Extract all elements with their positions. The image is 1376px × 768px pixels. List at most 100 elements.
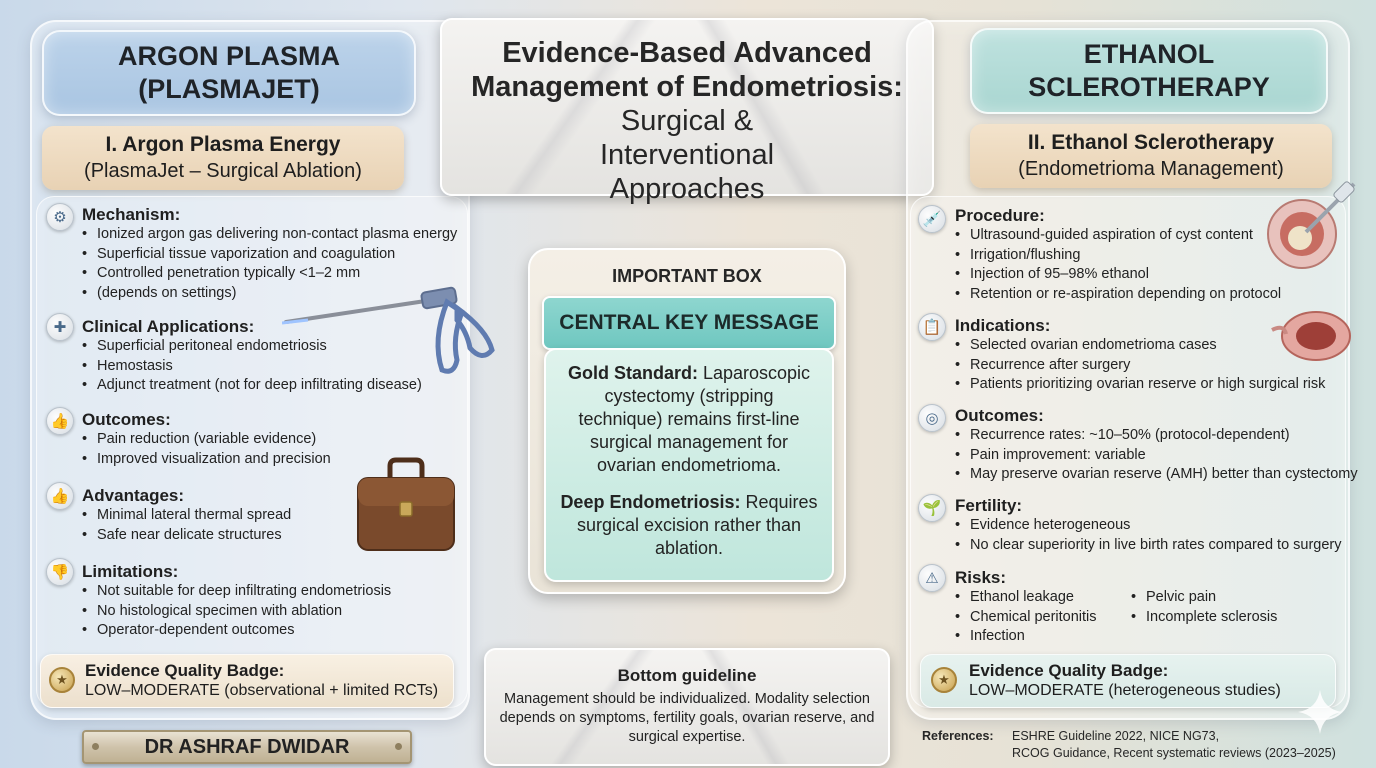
list-item: Injection of 95–98% ethanol bbox=[955, 265, 1281, 285]
list-item: Adjunct treatment (not for deep infiltra… bbox=[82, 376, 422, 396]
sparkle-icon bbox=[1298, 690, 1342, 734]
medal-icon: ★ bbox=[931, 667, 957, 693]
right-column-title: ETHANOL SCLEROTHERAPY bbox=[970, 28, 1328, 114]
thumbs-down-icon: 👎 bbox=[46, 558, 74, 586]
ovary-illustration bbox=[1271, 311, 1351, 361]
references-line2: RCOG Guidance, Recent systematic reviews… bbox=[1012, 746, 1336, 760]
section-heading: Limitations: bbox=[82, 562, 179, 581]
thumbs-up-icon: 👍 bbox=[46, 482, 74, 510]
list-item: Retention or re-aspiration depending on … bbox=[955, 285, 1281, 305]
right-subtitle-banner: II. Ethanol Sclerotherapy (Endometrioma … bbox=[970, 124, 1332, 188]
ultrasound-aspiration-illustration bbox=[1267, 181, 1356, 269]
badge-heading: Evidence Quality Badge: bbox=[969, 661, 1169, 680]
section-heading: Fertility: bbox=[955, 496, 1023, 515]
risks-list-col2: Pelvic pain Incomplete sclerosis bbox=[1131, 588, 1277, 627]
list-item: Hemostasis bbox=[82, 357, 422, 377]
list-item: Ethanol leakage bbox=[955, 588, 1097, 608]
left-subtitle-main: I. Argon Plasma Energy bbox=[105, 133, 341, 156]
right-section-indications: Indications: Selected ovarian endometrio… bbox=[955, 316, 1325, 395]
medical-kit-icon: ✚ bbox=[46, 313, 74, 341]
list-item: Selected ovarian endometrioma cases bbox=[955, 336, 1325, 356]
target-icon: ◎ bbox=[918, 404, 946, 432]
left-subtitle-banner: I. Argon Plasma Energy (PlasmaJet – Surg… bbox=[42, 126, 404, 190]
section-heading: Procedure: bbox=[955, 206, 1045, 225]
list-item: Recurrence after surgery bbox=[955, 356, 1325, 376]
author-nameplate: DR ASHRAF DWIDAR bbox=[82, 730, 412, 764]
list-item: Not suitable for deep infiltrating endom… bbox=[82, 582, 391, 602]
list-item: Minimal lateral thermal spread bbox=[82, 506, 291, 526]
list-item: (depends on settings) bbox=[82, 284, 457, 304]
plasmajet-device-icon bbox=[282, 286, 495, 374]
gold-standard-text: Laparoscopic cystectomy (stripping techn… bbox=[578, 363, 811, 475]
page-title: Evidence-Based Advanced Management of En… bbox=[450, 36, 924, 206]
section-heading: Indications: bbox=[955, 316, 1051, 335]
list-item: Pelvic pain bbox=[1131, 588, 1277, 608]
deep-endometriosis-text: Requires surgical excision rather than a… bbox=[576, 492, 818, 558]
references-line1: ESHRE Guideline 2022, NICE NG73, bbox=[1012, 729, 1220, 743]
left-section-mechanism: Mechanism: Ionized argon gas delivering … bbox=[82, 205, 457, 303]
right-section-fertility: Fertility: Evidence heterogeneous No cle… bbox=[955, 496, 1342, 555]
left-section-outcomes: Outcomes: Pain reduction (variable evide… bbox=[82, 410, 331, 469]
right-subtitle-main: II. Ethanol Sclerotherapy bbox=[1027, 131, 1275, 154]
left-subtitle-sub: (PlasmaJet – Surgical Ablation) bbox=[84, 160, 362, 182]
author-name: DR ASHRAF DWIDAR bbox=[144, 736, 350, 758]
list-item: No clear superiority in live birth rates… bbox=[955, 536, 1342, 556]
list-item: Superficial tissue vaporization and coag… bbox=[82, 245, 457, 265]
badge-text: LOW–MODERATE (observational + limited RC… bbox=[85, 682, 439, 699]
gold-standard-paragraph: Gold Standard: Laparoscopic cystectomy (… bbox=[560, 362, 818, 477]
briefcase-icon bbox=[357, 457, 455, 551]
section-heading: Clinical Applications: bbox=[82, 317, 255, 336]
important-box-label: IMPORTANT BOX bbox=[612, 266, 762, 286]
list-item: Improved visualization and precision bbox=[82, 450, 331, 470]
badge-text: LOW–MODERATE (heterogeneous studies) bbox=[969, 682, 1281, 699]
section-heading: Mechanism: bbox=[82, 205, 181, 224]
list-item: Superficial peritoneal endometriosis bbox=[82, 337, 422, 357]
section-list: Evidence heterogeneous No clear superior… bbox=[955, 516, 1342, 555]
right-evidence-badge: ★ Evidence Quality Badge: LOW–MODERATE (… bbox=[920, 654, 1336, 708]
section-list: Superficial peritoneal endometriosis Hem… bbox=[82, 337, 422, 396]
central-key-banner: CENTRAL KEY MESSAGE bbox=[542, 296, 836, 350]
guideline-text: Management should be individualized. Mod… bbox=[499, 691, 875, 745]
left-evidence-badge: ★ Evidence Quality Badge: LOW–MODERATE (… bbox=[40, 654, 454, 708]
risks-list-col1: Ethanol leakage Chemical peritonitis Inf… bbox=[955, 588, 1097, 647]
section-list: Minimal lateral thermal spread Safe near… bbox=[82, 506, 291, 545]
list-item: Recurrence rates: ~10–50% (protocol-depe… bbox=[955, 426, 1358, 446]
warning-icon: ⚠ bbox=[918, 564, 946, 592]
sprout-icon: 🌱 bbox=[918, 494, 946, 522]
list-item: Evidence heterogeneous bbox=[955, 516, 1342, 536]
list-item: Incomplete sclerosis bbox=[1131, 608, 1277, 628]
page-title-normal: Surgical & Interventional Approaches bbox=[599, 105, 775, 205]
list-item: Infection bbox=[955, 627, 1097, 647]
section-list: Not suitable for deep infiltrating endom… bbox=[82, 582, 391, 641]
badge-heading: Evidence Quality Badge: bbox=[85, 661, 285, 680]
left-column-title: ARGON PLASMA (PLASMAJET) bbox=[42, 30, 416, 116]
list-item: May preserve ovarian reserve (AMH) bette… bbox=[955, 465, 1358, 485]
page-title-bold: Evidence-Based Advanced Management of En… bbox=[471, 37, 903, 103]
references-label: References: bbox=[922, 729, 994, 743]
list-item: Irrigation/flushing bbox=[955, 246, 1281, 266]
list-item: Safe near delicate structures bbox=[82, 526, 291, 546]
syringe-icon: 💉 bbox=[918, 205, 946, 233]
section-list: Ultrasound-guided aspiration of cyst con… bbox=[955, 226, 1281, 304]
section-list: Selected ovarian endometrioma cases Recu… bbox=[955, 336, 1325, 395]
left-section-advantages: Advantages: Minimal lateral thermal spre… bbox=[82, 486, 291, 545]
bottom-guideline-box: Bottom guideline Management should be in… bbox=[484, 648, 890, 766]
deep-endometriosis-paragraph: Deep Endometriosis: Requires surgical ex… bbox=[560, 491, 818, 560]
gold-standard-label: Gold Standard: bbox=[567, 363, 698, 383]
gear-icon: ⚙ bbox=[46, 203, 74, 231]
list-item: Operator-dependent outcomes bbox=[82, 621, 391, 641]
list-item: Pain reduction (variable evidence) bbox=[82, 430, 331, 450]
section-heading: Advantages: bbox=[82, 486, 185, 505]
section-list: Recurrence rates: ~10–50% (protocol-depe… bbox=[955, 426, 1358, 485]
section-list: Ionized argon gas delivering non-contact… bbox=[82, 225, 457, 303]
header-plaque: Evidence-Based Advanced Management of En… bbox=[440, 18, 934, 205]
right-section-risks: Risks: Ethanol leakage Chemical peritoni… bbox=[955, 568, 1345, 646]
thumbs-up-icon: 👍 bbox=[46, 407, 74, 435]
list-item: Ionized argon gas delivering non-contact… bbox=[82, 225, 457, 245]
section-heading: Outcomes: bbox=[955, 406, 1044, 425]
right-subtitle-sub: (Endometrioma Management) bbox=[1018, 158, 1284, 180]
list-item: No histological specimen with ablation bbox=[82, 602, 391, 622]
right-section-outcomes: Outcomes: Recurrence rates: ~10–50% (pro… bbox=[955, 406, 1358, 485]
list-item: Pain improvement: variable bbox=[955, 446, 1358, 466]
guideline-heading: Bottom guideline bbox=[617, 666, 757, 685]
